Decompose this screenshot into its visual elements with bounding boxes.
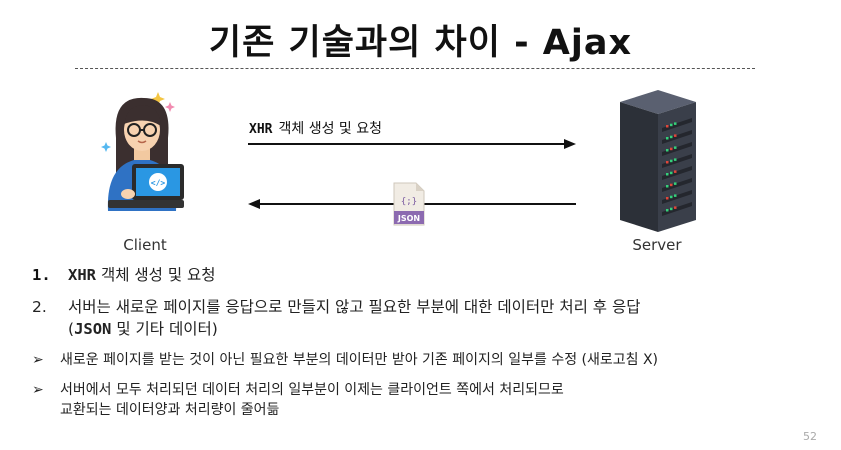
bullet-arrow-icon: ➢	[32, 382, 44, 398]
title-divider	[75, 68, 755, 69]
list-item-1-text: 객체 생성 및 요청	[100, 266, 216, 284]
server-led	[670, 183, 673, 187]
server-slot	[662, 202, 692, 216]
svg-text:</>: </>	[151, 179, 166, 188]
server-led	[666, 209, 669, 212]
slide-title: 기존 기술과의 차이 - Ajax	[208, 23, 633, 63]
server-led	[670, 135, 673, 139]
server-slot	[662, 118, 692, 132]
server-led	[666, 137, 669, 140]
server-label: Server	[632, 236, 682, 254]
server-led	[666, 173, 669, 176]
server-led	[674, 170, 677, 173]
list-item-1: 1. XHR 객체 생성 및 요청	[32, 264, 822, 286]
list-item-1-number: 1.	[32, 266, 51, 284]
server-led	[670, 147, 673, 151]
server-led	[666, 149, 669, 152]
bullet-item-1: ➢ 새로운 페이지를 받는 것이 아닌 필요한 부분의 데이터만 받아 기존 페…	[32, 350, 822, 370]
list-item-2-number: 2.	[32, 298, 47, 316]
request-arrow	[248, 139, 576, 149]
server-led	[674, 206, 677, 209]
server-slot	[662, 190, 692, 204]
client-label: Client	[123, 236, 167, 254]
server-led	[674, 146, 677, 149]
json-file-icon: {;} JSON	[392, 181, 426, 231]
page-number: 52	[803, 430, 817, 443]
list-item-1-prefix: XHR	[68, 266, 96, 284]
server-led	[674, 122, 677, 125]
server-led	[674, 134, 677, 137]
bullet-item-1-text: 새로운 페이지를 받는 것이 아닌 필요한 부분의 데이터만 받아 기존 페이지…	[60, 352, 659, 368]
bullet-arrow-icon: ➢	[32, 352, 44, 368]
server-led	[674, 158, 677, 161]
list-item-2-open: (	[68, 320, 75, 338]
server-led	[670, 207, 673, 211]
server-led	[670, 159, 673, 163]
request-prefix: XHR	[249, 122, 273, 137]
list-item-2-line1: 서버는 새로운 페이지를 응답으로 만들지 않고 필요한 부분에 대한 데이터만…	[68, 298, 641, 316]
list-item-2-json: JSON	[74, 320, 112, 338]
client-illustration: </>	[101, 92, 184, 211]
server-led	[670, 123, 673, 127]
json-badge-label: JSON	[397, 214, 420, 223]
server-led	[666, 185, 669, 188]
server-slot	[662, 178, 692, 192]
server-led	[666, 161, 669, 164]
json-symbol: {;}	[401, 197, 417, 207]
server-icon	[620, 90, 696, 232]
request-label: XHR 객체 생성 및 요청	[249, 118, 382, 138]
server-slot	[662, 142, 692, 156]
server-led	[670, 171, 673, 175]
request-text: 객체 생성 및 요청	[278, 121, 382, 137]
server-slot	[662, 154, 692, 168]
bullet-item-2-line1: 서버에서 모두 처리되던 데이터 처리의 일부분이 이제는 클라이언트 쪽에서 …	[60, 382, 564, 398]
list-item-2-rest: 및 기타 데이터)	[116, 320, 218, 338]
server-slot	[662, 166, 692, 180]
server-led	[666, 125, 669, 128]
server-led	[670, 195, 673, 199]
server-slot	[662, 130, 692, 144]
explanation-list: 1. XHR 객체 생성 및 요청 2. 서버는 새로운 페이지를 응답으로 만…	[32, 264, 822, 420]
bullet-item-2: ➢ 서버에서 모두 처리되던 데이터 처리의 일부분이 이제는 클라이언트 쪽에…	[32, 380, 822, 420]
bullet-item-2-line2: 교환되는 데이터양과 처리량이 줄어듦	[60, 402, 280, 418]
list-item-2: 2. 서버는 새로운 페이지를 응답으로 만들지 않고 필요한 부분에 대한 데…	[32, 296, 822, 340]
server-led	[674, 194, 677, 197]
server-led	[666, 197, 669, 200]
server-led	[674, 182, 677, 185]
